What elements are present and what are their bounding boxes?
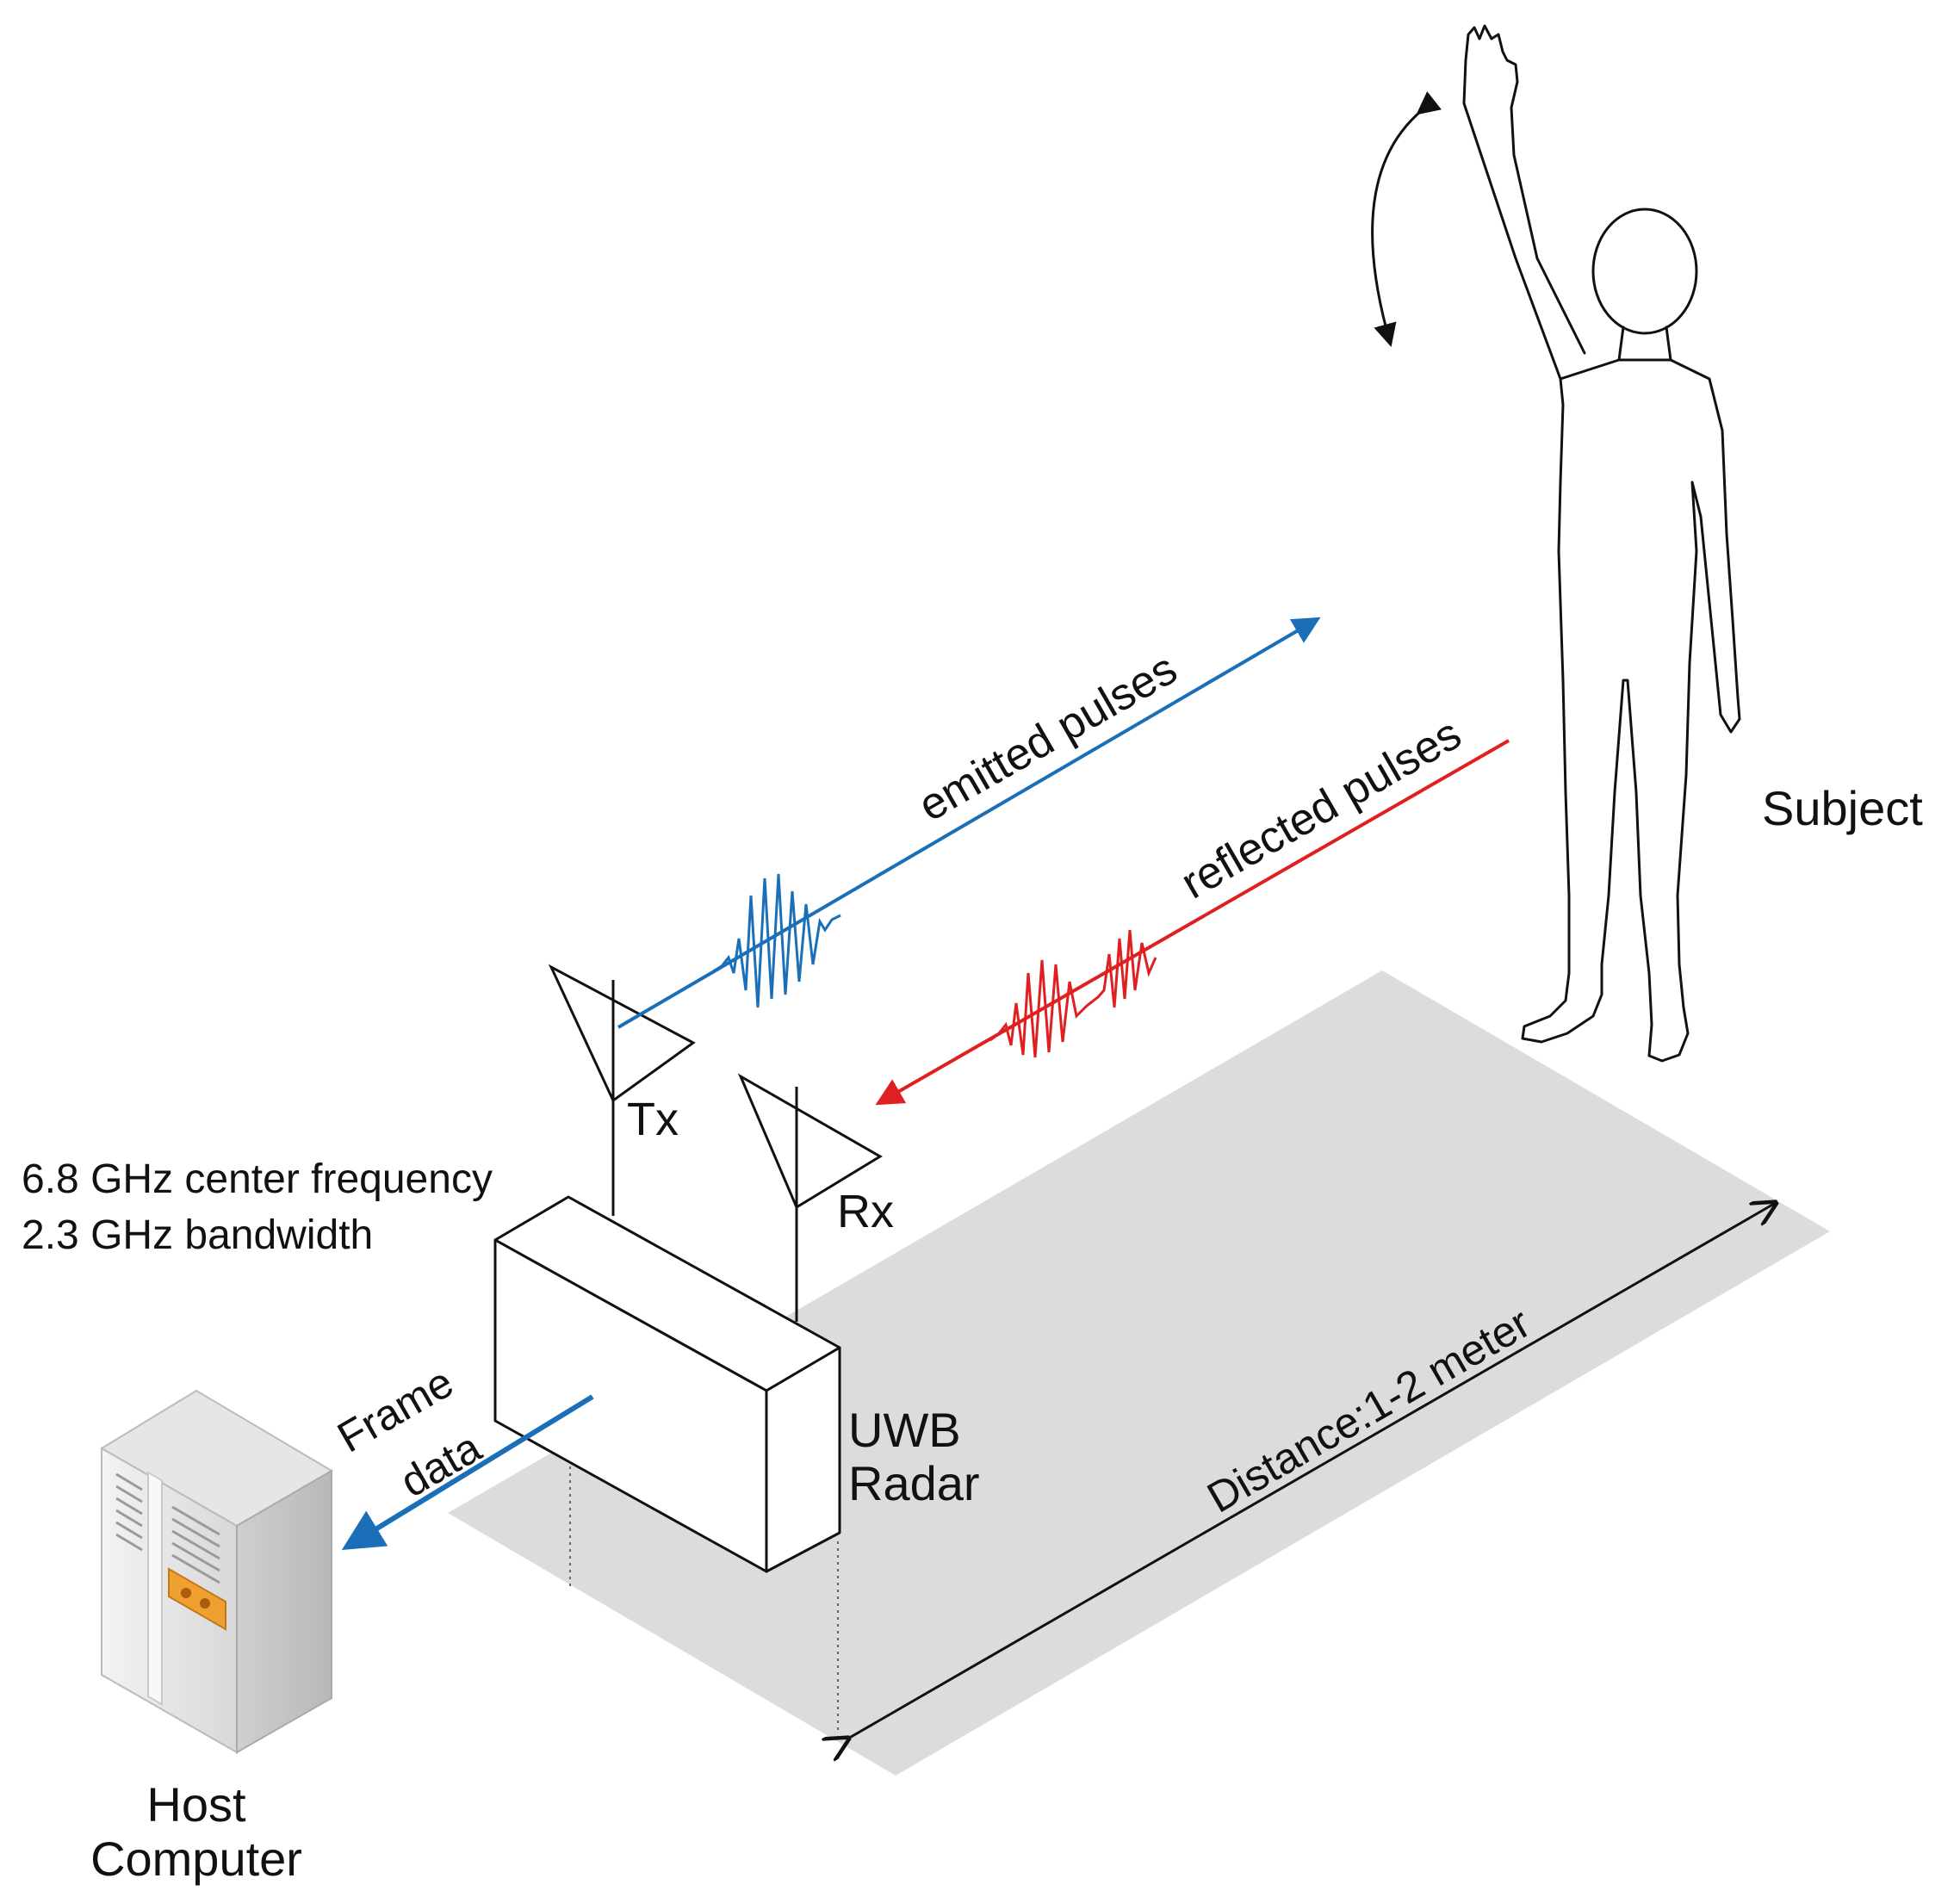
frame-data-arrow xyxy=(341,1394,594,1551)
frequency-label: 6.8 GHz center frequency xyxy=(22,1156,493,1202)
computer-label: Computer xyxy=(90,1832,302,1886)
emitted-pulses-label: emitted pulses xyxy=(910,644,1185,832)
reflected-wave xyxy=(989,929,1157,1058)
rx-antenna-icon xyxy=(737,1073,883,1210)
uwb-radar-box xyxy=(493,1195,841,1573)
radar-label: Radar xyxy=(848,1456,980,1510)
host-label: Host xyxy=(146,1777,246,1832)
subject-label: Subject xyxy=(1762,781,1923,835)
reflected-pulse-arrow xyxy=(875,739,1510,1106)
tx-antenna-icon xyxy=(548,964,696,1103)
curved-double-arrow-icon xyxy=(1371,91,1442,348)
standing-person-icon xyxy=(1462,24,1741,1063)
reflected-pulses-label: reflected pulses xyxy=(1173,709,1469,908)
emitted-wave xyxy=(712,873,841,1008)
tx-label: Tx xyxy=(627,1094,679,1145)
data-label: data xyxy=(393,1423,489,1506)
bandwidth-label: 2.3 GHz bandwidth xyxy=(22,1212,373,1258)
uwb-label: UWB xyxy=(848,1403,961,1457)
server-tower-icon xyxy=(100,1389,333,1754)
rx-label: Rx xyxy=(837,1186,894,1237)
distance-arrow xyxy=(847,1204,1774,1739)
